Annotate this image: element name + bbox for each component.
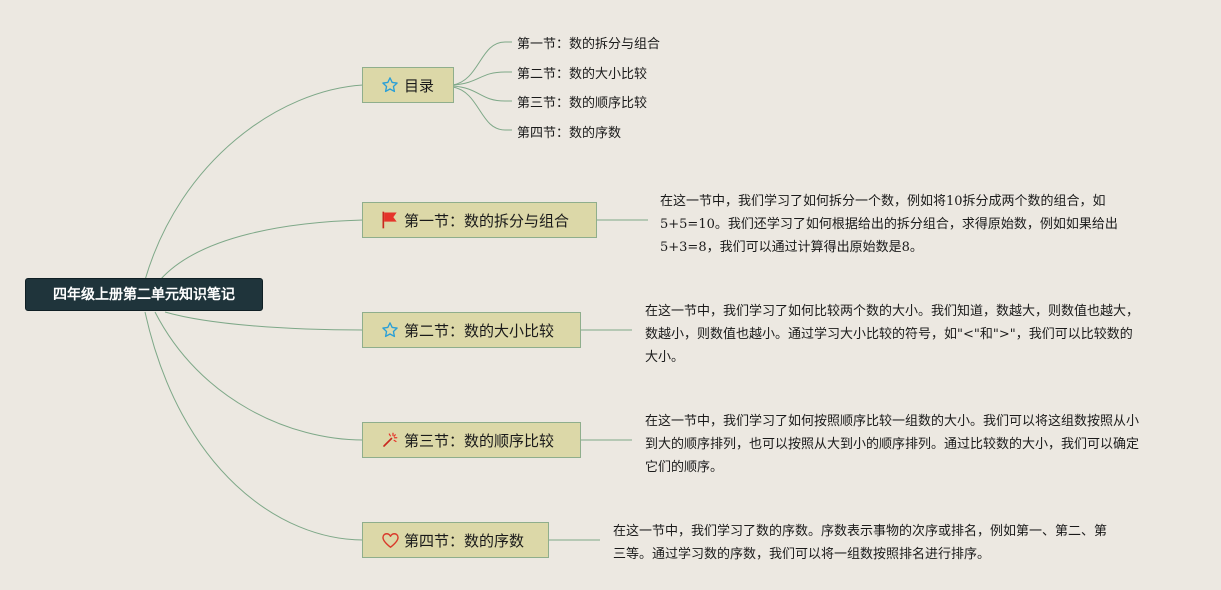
connector-toc-item-4 [452,86,512,131]
toc-item-2[interactable]: 第二节：数的大小比较 [517,67,648,82]
connector-root-section-3 [154,311,364,441]
topic-section-4-label: 第四节：数的序数 [404,531,525,550]
topic-section-2[interactable]: 第二节：数的大小比较 [362,312,581,348]
topic-section-1[interactable]: 第一节：数的拆分与组合 [362,202,597,238]
topic-section-3[interactable]: 第三节：数的顺序比较 [362,422,581,458]
connector-root-section-2 [164,311,364,331]
star-icon [380,320,400,340]
connector-root-section-1 [159,219,364,281]
topic-section-1-label: 第一节：数的拆分与组合 [404,211,570,230]
toc-item-4[interactable]: 第四节：数的序数 [517,126,622,141]
topic-section-3-label: 第三节：数的顺序比较 [404,431,555,450]
topic-section-4[interactable]: 第四节：数的序数 [362,522,549,558]
topic-toc[interactable]: 目录 [362,67,454,103]
connector-root-toc [144,84,364,281]
topic-section-2-label: 第二节：数的大小比较 [404,321,555,340]
toc-item-1[interactable]: 第一节：数的拆分与组合 [517,37,661,52]
connector-toc-item-3 [452,85,512,102]
red-flag-icon [380,210,400,230]
root-topic[interactable]: 四年级上册第二单元知识笔记 [25,278,263,311]
connector-root-section-4 [144,311,364,541]
topic-toc-label: 目录 [404,76,435,95]
section-1-note: 在这一节中，我们学习了如何拆分一个数，例如将10拆分成两个数的组合，如5+5=1… [660,194,1118,255]
section-4-note: 在这一节中，我们学习了数的序数。序数表示事物的次序或排名，例如第一、第二、第三等… [613,524,1108,562]
section-3-note: 在这一节中，我们学习了如何按照顺序比较一组数的大小。我们可以将这组数按照从小到大… [645,414,1140,475]
heart-icon [380,530,400,550]
section-2-note: 在这一节中，我们学习了如何比较两个数的大小。我们知道，数越大，则数值也越大，数越… [645,304,1140,365]
connector-toc-item-2 [452,71,512,86]
connector-toc-item-1 [452,41,512,86]
star-icon [380,75,400,95]
toc-item-3[interactable]: 第三节：数的顺序比较 [517,96,648,111]
magic-wand-icon [380,430,400,450]
